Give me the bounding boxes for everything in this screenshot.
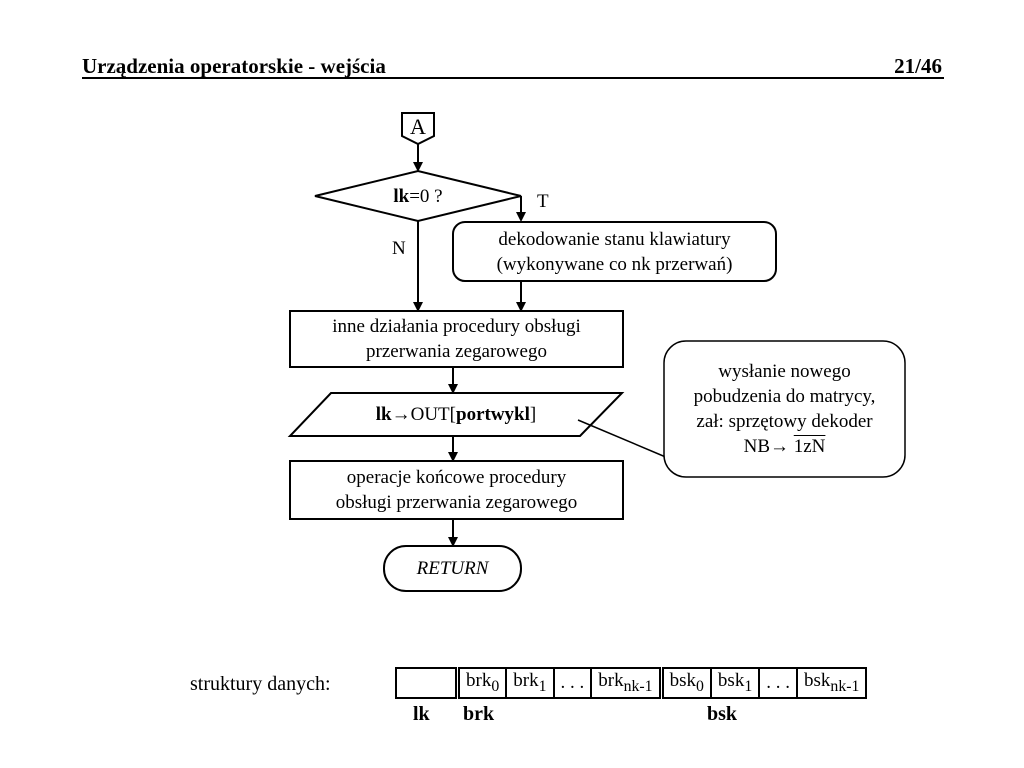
yes-label: T: [537, 191, 549, 212]
other-box-shape: [289, 310, 624, 368]
no-label: N: [392, 238, 406, 259]
final-box-shape: [289, 460, 624, 520]
page-title: Urządzenia operatorskie - wejścia: [82, 54, 386, 78]
io-part2: OUT[: [410, 404, 456, 425]
decode-line2: (wykonywane co nk przerwań): [496, 254, 733, 275]
connector-label: A: [410, 114, 426, 139]
decode-line1: dekodowanie stanu klawiatury: [498, 229, 731, 250]
table-row: brk0 brk1 . . . brknk-1 bsk0 bsk1 . . . …: [395, 667, 868, 699]
io-arrow: →: [391, 404, 411, 425]
io-part4: ]: [529, 404, 537, 425]
callout-line1: wysłanie nowego: [718, 361, 851, 382]
cell-lk: [395, 667, 459, 699]
other-box: inne działania procedury obsługi przerwa…: [290, 314, 623, 364]
callout-shape: [663, 340, 906, 478]
cell-brk0: brk0: [455, 667, 508, 699]
under-label-brk: brk: [463, 703, 495, 725]
cell-bsk-ellipsis: . . .: [758, 667, 798, 699]
cell-brk-last: brknk-1: [590, 667, 663, 699]
cell-bsk-last: bsknk-1: [795, 667, 868, 699]
return-shape: [383, 545, 522, 592]
callout-line4-prefix: NB→: [743, 436, 794, 457]
decode-box: dekodowanie stanu klawiatury (wykonywane…: [453, 227, 776, 277]
io-part1: lk: [375, 404, 392, 425]
callout-line2: pobudzenia do matrycy,: [693, 386, 876, 407]
decode-box-shape: [452, 221, 777, 282]
cell-bsk1: bsk1: [709, 667, 761, 699]
io-box: lk→OUT[portwykl]: [300, 402, 612, 427]
data-structure-table: brk0 brk1 . . . brknk-1 bsk0 bsk1 . . . …: [395, 667, 868, 699]
io-part3: portwykl: [456, 404, 530, 425]
decision-var: lk: [393, 186, 410, 207]
connector-shape: [401, 112, 435, 146]
under-label-lk: lk: [413, 703, 430, 725]
cell-brk-ellipsis: . . .: [552, 667, 593, 699]
callout-line3: zał: sprzętowy dekoder: [696, 411, 873, 432]
return-label: RETURN: [416, 558, 489, 579]
callout-pointer: [577, 419, 669, 459]
header-divider: [82, 77, 944, 79]
callout-box: wysłanie nowego pobudzenia do matrycy, z…: [664, 359, 905, 459]
other-line2: przerwania zegarowego: [366, 341, 547, 362]
io-shape: [287, 392, 625, 437]
final-box: operacje końcowe procedury obsługi przer…: [290, 465, 623, 515]
final-line1: operacje końcowe procedury: [346, 467, 567, 488]
decision-label: lk=0 ?: [360, 184, 476, 209]
callout-line4: NB→ 1zN: [664, 434, 905, 459]
under-label-bsk: bsk: [707, 703, 738, 725]
structures-label: struktury danych:: [190, 673, 331, 695]
decision-cond: =0 ?: [409, 186, 443, 207]
other-line1: inne działania procedury obsługi: [332, 316, 581, 337]
final-line2: obsługi przerwania zegarowego: [335, 492, 578, 513]
cell-bsk0: bsk0: [658, 667, 712, 699]
page-number: 21/46: [894, 54, 942, 78]
callout-line4-overline: 1zN: [793, 436, 826, 457]
cell-brk1: brk1: [505, 667, 555, 699]
